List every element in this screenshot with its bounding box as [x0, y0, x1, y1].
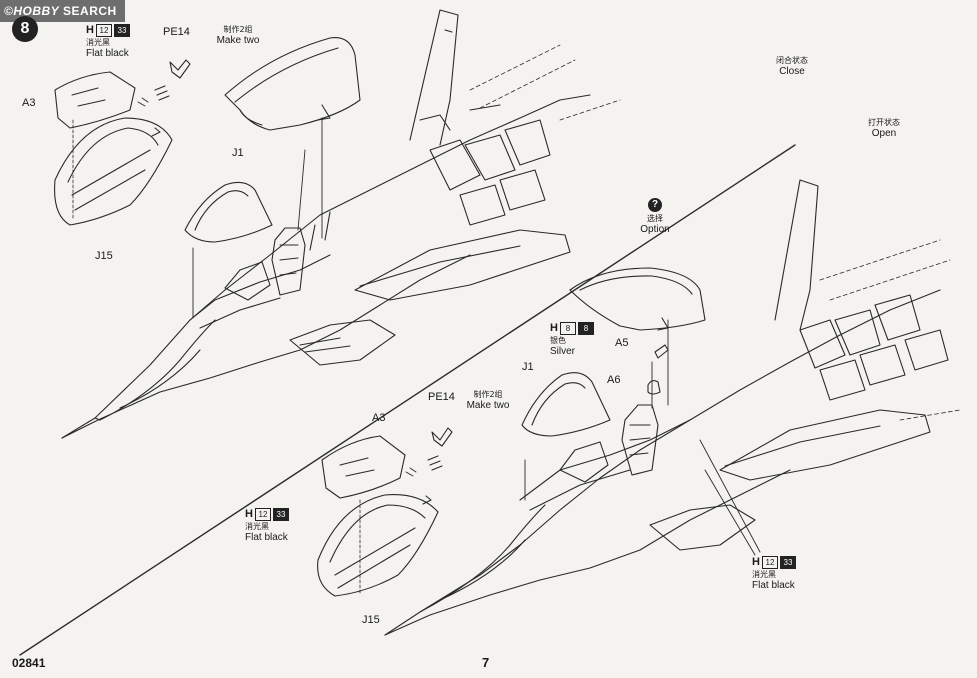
paint-callout-silver: H 8 8 银色 Silver [550, 322, 594, 357]
label-j1-upper: J1 [232, 147, 244, 159]
upper-wing [354, 229, 571, 301]
label-make-two-en-lower: Make two [466, 400, 510, 411]
paint-name-cn: 消光黑 [245, 522, 269, 531]
label-open-state: 打开状态 Open [854, 117, 914, 139]
watermark-logo: ©HOBBY [4, 4, 60, 18]
label-a3-upper: A3 [22, 97, 36, 109]
windscreen-j1-lower [521, 372, 611, 437]
lower-wing [719, 409, 931, 481]
paint-code-box-dark: 33 [779, 556, 796, 569]
paint-callout-lower-left: H 12 33 消光黑 Flat black [245, 508, 289, 543]
label-j15-lower: J15 [362, 614, 380, 626]
upper-tail [409, 9, 459, 146]
paint-letter: H [550, 322, 558, 334]
paint-callout-upper-left: H 12 33 消光黑 Flat black [86, 24, 130, 59]
parts-a5-a6 [647, 344, 669, 395]
paint-name-cn: 消光黑 [752, 570, 776, 579]
pe14-part-lower [405, 427, 453, 505]
paint-code-box: 8 [559, 322, 576, 335]
paint-code-box-dark: 33 [272, 508, 289, 521]
label-option-cn: 选择 [647, 214, 663, 223]
windscreen-j1-upper [184, 181, 273, 243]
page-number: 7 [482, 655, 490, 670]
label-make-two-cn-lower: 制作2组 [473, 390, 503, 399]
paint-name-en: Flat black [86, 48, 129, 59]
step-number-badge: 8 [12, 16, 38, 42]
canopy-a3-j15-lower [317, 435, 439, 597]
label-close-cn: 闭合状态 [776, 56, 808, 65]
label-make-two-cn-upper: 制作2组 [223, 25, 253, 34]
watermark-banner: ©HOBBY SEARCH [0, 0, 125, 22]
option-icon: ? [648, 198, 662, 212]
label-make-two-lower: 制作2组 Make two [458, 389, 518, 411]
label-open-cn: 打开状态 [868, 118, 900, 127]
label-a5: A5 [615, 337, 629, 349]
paint-code-box: 12 [254, 508, 271, 521]
label-pe14-upper: PE14 [163, 26, 190, 38]
label-close-en: Close [779, 66, 805, 77]
paint-letter: H [86, 24, 94, 36]
label-j1-lower: J1 [522, 361, 534, 373]
lower-fuselage [384, 289, 941, 636]
label-a3-lower: A3 [372, 412, 386, 424]
paint-code-box: 12 [761, 556, 778, 569]
lower-tail [774, 179, 819, 331]
paint-letter: H [752, 556, 760, 568]
watermark-text: SEARCH [63, 4, 117, 18]
paint-name-en: Flat black [752, 580, 795, 591]
canopy-upper-closed [224, 37, 361, 131]
label-open-en: Open [871, 128, 897, 139]
label-close-state: 闭合状态 Close [762, 55, 822, 77]
label-j15-upper: J15 [95, 250, 113, 262]
section-divider [19, 144, 796, 656]
paint-code-box: 12 [95, 24, 112, 37]
paint-name-cn: 银色 [550, 336, 566, 345]
paint-name-en: Silver [550, 346, 576, 357]
label-option: 选择 Option [630, 213, 680, 235]
label-option-en: Option [640, 224, 670, 235]
pe14-part-upper [137, 59, 191, 137]
canopy-a3-j15-upper [54, 71, 173, 226]
aircraft-upper-drawing [61, 9, 621, 439]
paint-code-box-dark: 8 [577, 322, 594, 335]
paint-name-en: Flat black [245, 532, 288, 543]
canopy-lower-open [569, 267, 706, 331]
label-make-two-upper: 制作2组 Make two [208, 24, 268, 46]
upper-fuselage [61, 94, 591, 439]
paint-name-cn: 消光黑 [86, 38, 110, 47]
label-a6: A6 [607, 374, 621, 386]
label-make-two-en-upper: Make two [216, 35, 260, 46]
paint-letter: H [245, 508, 253, 520]
paint-callout-lower-right: H 12 33 消光黑 Flat black [752, 556, 796, 591]
label-pe14-lower: PE14 [428, 391, 455, 403]
paint-code-box-dark: 33 [113, 24, 130, 37]
product-code: 02841 [12, 656, 46, 670]
aircraft-lower-drawing [384, 179, 961, 636]
